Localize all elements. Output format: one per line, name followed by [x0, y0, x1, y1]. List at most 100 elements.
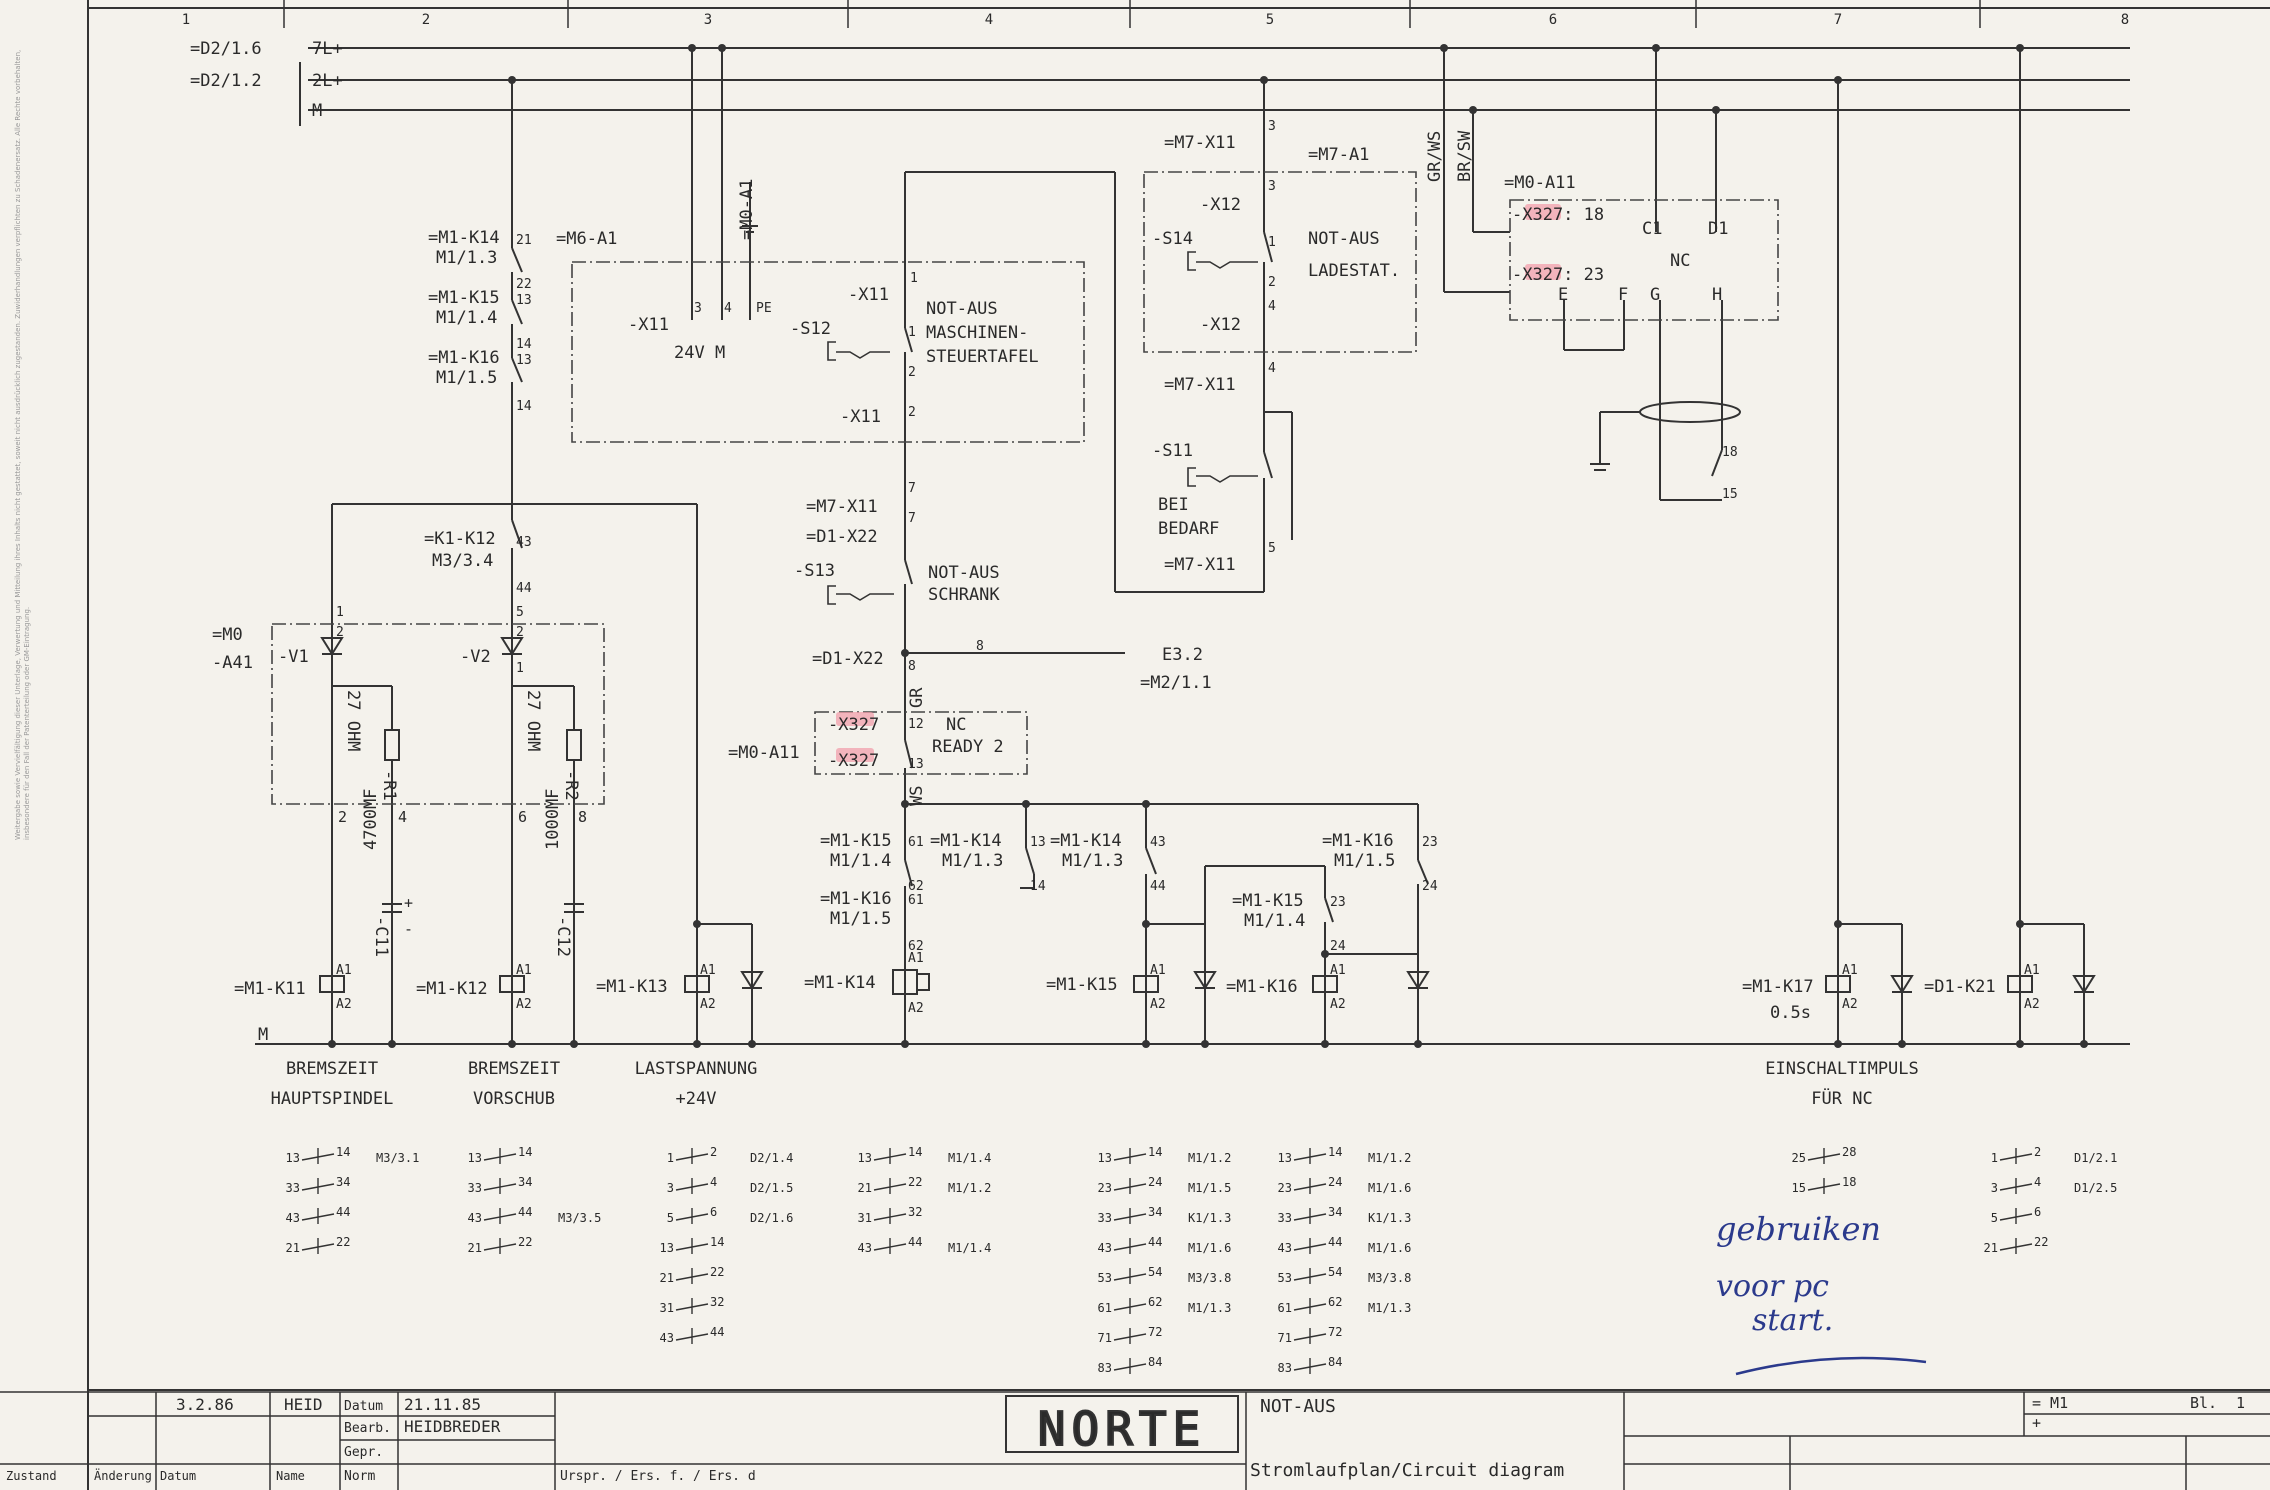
- rail-name-2: 2L+: [312, 71, 343, 91]
- svg-text:K1/1.3: K1/1.3: [1188, 1211, 1231, 1225]
- svg-text:Bearb.: Bearb.: [344, 1421, 391, 1436]
- svg-text:2: 2: [516, 625, 524, 640]
- svg-text:=M7-A1: =M7-A1: [1308, 145, 1369, 165]
- svg-text:62: 62: [908, 879, 924, 894]
- svg-text:44: 44: [1328, 1235, 1342, 1249]
- svg-text:D2/1.5: D2/1.5: [750, 1181, 793, 1195]
- svg-text:=M2/1.1: =M2/1.1: [1140, 673, 1212, 693]
- handwritten-note: gebruiken voor pc start.: [1716, 1210, 1927, 1376]
- svg-text:1: 1: [336, 605, 344, 620]
- svg-text:1: 1: [1991, 1151, 1998, 1165]
- svg-text:14: 14: [518, 1145, 532, 1159]
- svg-text:=M1-K15: =M1-K15: [820, 831, 892, 851]
- svg-text:21: 21: [516, 233, 532, 248]
- svg-text:18: 18: [1842, 1175, 1856, 1189]
- svg-text:6: 6: [518, 808, 527, 826]
- drawing-title: NOT-AUS: [1260, 1396, 1336, 1417]
- circuit-labels: =D2/1.6 7L+ =D2/1.2 2L+ M M =M1-K14M1/1.…: [190, 39, 2040, 1045]
- svg-text:21: 21: [468, 1241, 482, 1255]
- svg-text:-X327: 23: -X327: 23: [1512, 265, 1604, 285]
- svg-text:8: 8: [976, 639, 984, 654]
- svg-text:=M1-K13: =M1-K13: [596, 977, 668, 997]
- svg-text:5: 5: [1991, 1211, 1998, 1225]
- revision-name: HEID: [284, 1395, 323, 1414]
- svg-text:33: 33: [286, 1181, 300, 1195]
- svg-text:=D1-K21: =D1-K21: [1924, 977, 1996, 997]
- svg-text:BREMSZEIT: BREMSZEIT: [468, 1059, 560, 1079]
- svg-text:22: 22: [336, 1235, 350, 1249]
- svg-text:1: 1: [908, 325, 916, 340]
- svg-text:54: 54: [1148, 1265, 1162, 1279]
- svg-text:-R2: -R2: [561, 770, 581, 801]
- svg-text:-: -: [404, 920, 413, 938]
- rail-name-1: 7L+: [312, 39, 343, 59]
- svg-text:M1/1.3: M1/1.3: [1188, 1301, 1231, 1315]
- svg-text:A2: A2: [908, 1001, 924, 1016]
- svg-text:C1: C1: [1642, 219, 1662, 239]
- svg-text:18: 18: [1722, 445, 1738, 460]
- svg-text:-C12: -C12: [553, 916, 573, 957]
- svg-text:14: 14: [1328, 1145, 1342, 1159]
- svg-text:44: 44: [516, 581, 532, 596]
- svg-text:A1: A1: [908, 951, 924, 966]
- svg-text:-C11: -C11: [371, 916, 391, 957]
- svg-text:62: 62: [1328, 1295, 1342, 1309]
- svg-text:-X12: -X12: [1200, 195, 1241, 215]
- rail-ref-2: =D2/1.2: [190, 71, 262, 91]
- junction-dots: [328, 44, 2088, 1048]
- svg-text:2: 2: [338, 808, 347, 826]
- svg-text:A2: A2: [1842, 997, 1858, 1012]
- svg-text:-S12: -S12: [790, 319, 831, 339]
- svg-text:NOT-AUS: NOT-AUS: [926, 299, 998, 319]
- svg-text:=M1-K14: =M1-K14: [804, 973, 876, 993]
- svg-text:44: 44: [1150, 879, 1166, 894]
- svg-text:A2: A2: [1150, 997, 1166, 1012]
- svg-text:M1/1.4: M1/1.4: [1244, 911, 1305, 931]
- svg-text:34: 34: [336, 1175, 350, 1189]
- svg-text:22: 22: [516, 277, 532, 292]
- svg-text:27 OHM: 27 OHM: [523, 690, 543, 751]
- svg-text:M1/1.4: M1/1.4: [948, 1241, 991, 1255]
- title-block-text: 3.2.86 HEID Datum 21.11.85 Bearb. HEIDBR…: [6, 1394, 2245, 1484]
- svg-text:33: 33: [468, 1181, 482, 1195]
- drawn-by: HEIDBREDER: [404, 1417, 501, 1436]
- svg-text:31: 31: [858, 1211, 872, 1225]
- svg-text:M1/1.4: M1/1.4: [830, 851, 891, 871]
- svg-text:2: 2: [710, 1145, 717, 1159]
- svg-text:D2/1.6: D2/1.6: [750, 1211, 793, 1225]
- svg-text:FÜR NC: FÜR NC: [1811, 1087, 1872, 1109]
- svg-text:start.: start.: [1752, 1303, 1833, 1338]
- svg-text:Urspr. / Ers. f. / Ers. d: Urspr. / Ers. f. / Ers. d: [560, 1469, 756, 1484]
- svg-text:NOT-AUS: NOT-AUS: [928, 563, 1000, 583]
- column-number: 5: [1266, 12, 1274, 28]
- svg-text:-A41: -A41: [212, 653, 253, 673]
- svg-text:83: 83: [1098, 1361, 1112, 1375]
- svg-text:-X11: -X11: [848, 285, 889, 305]
- svg-text:A1: A1: [2024, 963, 2040, 978]
- svg-text:=M0-A1: =M0-A1: [737, 179, 757, 240]
- svg-text:7: 7: [908, 481, 916, 496]
- svg-text:M1/1.4: M1/1.4: [436, 308, 497, 328]
- svg-text:43: 43: [1098, 1241, 1112, 1255]
- svg-text:-S13: -S13: [794, 561, 835, 581]
- svg-text:GR/WS: GR/WS: [1425, 131, 1445, 182]
- svg-text:-X327: -X327: [828, 751, 879, 771]
- svg-text:Datum: Datum: [344, 1399, 383, 1414]
- drawing-subtitle: Stromlaufplan/Circuit diagram: [1250, 1460, 1564, 1481]
- svg-text:2: 2: [908, 405, 916, 420]
- svg-text:A1: A1: [700, 963, 716, 978]
- svg-text:MASCHINEN-: MASCHINEN-: [926, 323, 1028, 343]
- svg-text:8: 8: [578, 808, 587, 826]
- svg-text:NC: NC: [946, 715, 966, 735]
- svg-text:13: 13: [660, 1241, 674, 1255]
- svg-text:Zustand: Zustand: [6, 1469, 57, 1483]
- svg-text:71: 71: [1278, 1331, 1292, 1345]
- svg-text:15: 15: [1792, 1181, 1806, 1195]
